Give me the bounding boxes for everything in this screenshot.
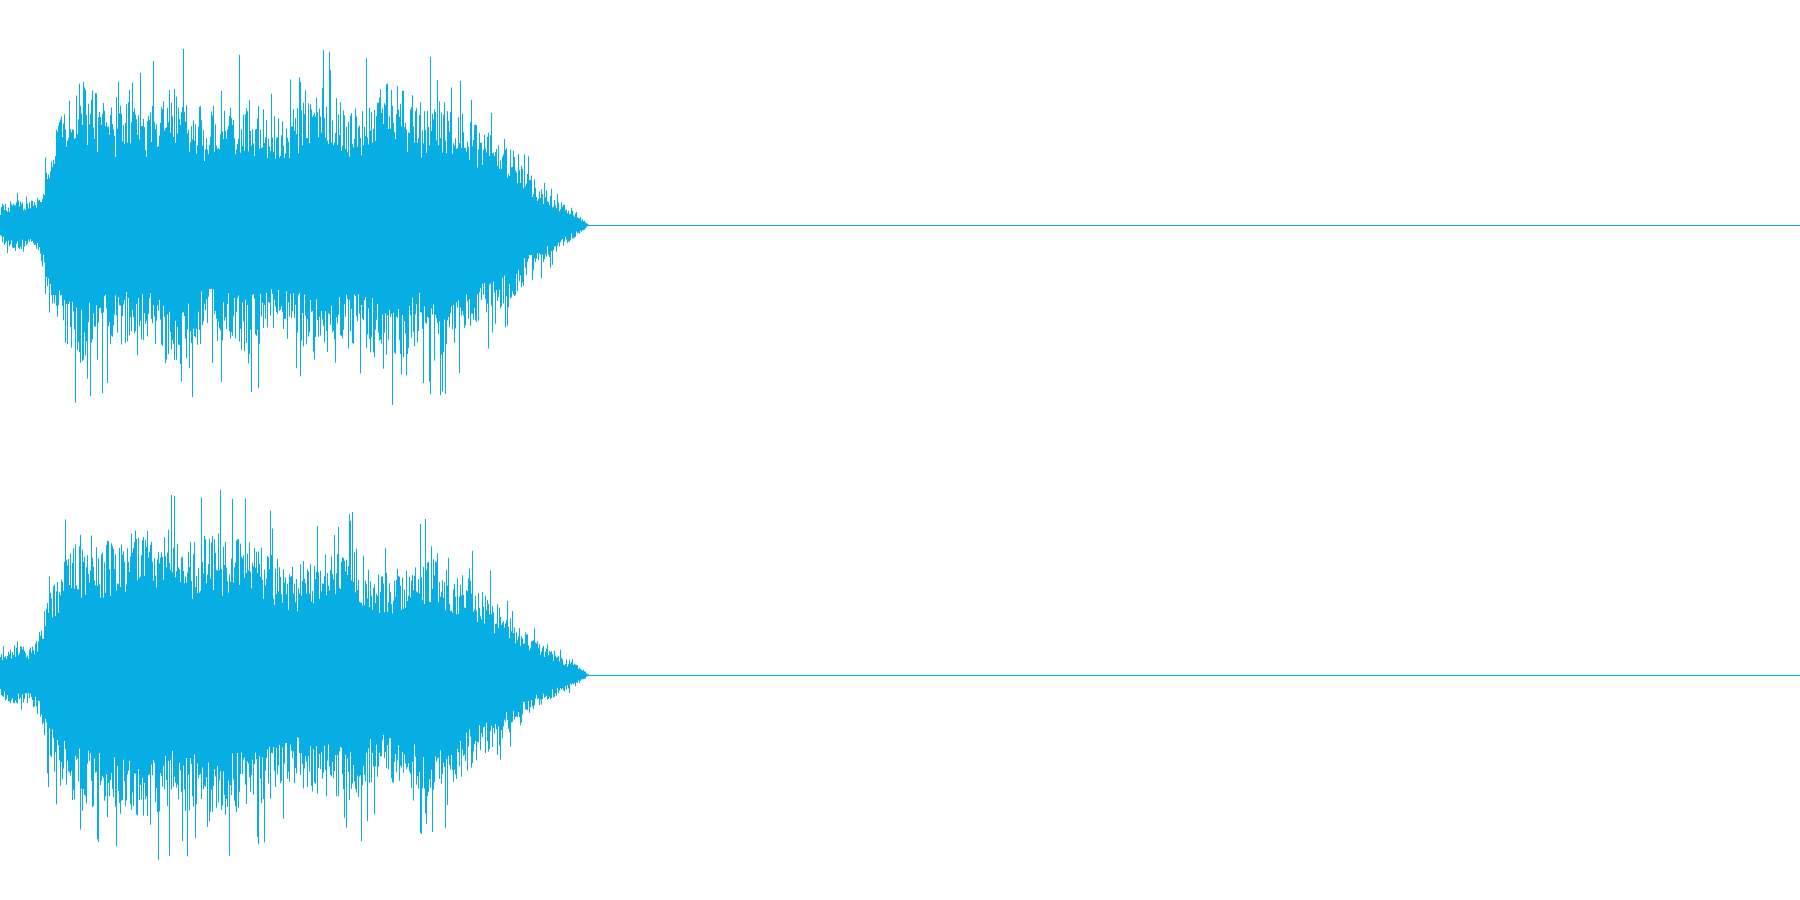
waveform-channel-right: [0, 450, 1800, 900]
waveform-channel-left: [0, 48, 1800, 405]
waveform-right-svg: [0, 489, 1800, 860]
waveform-signal-left: [0, 48, 589, 405]
waveform-left-svg: [0, 48, 1800, 405]
waveform-signal-right: [0, 489, 589, 860]
